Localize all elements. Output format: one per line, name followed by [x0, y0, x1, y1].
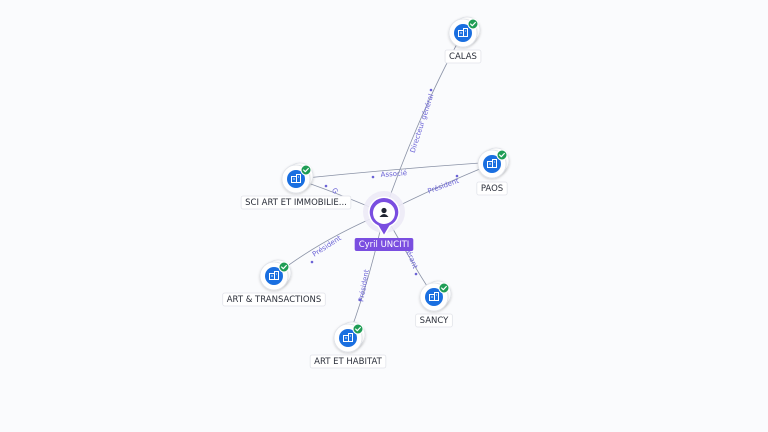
verified-check-icon	[496, 149, 508, 161]
verified-check-icon	[438, 282, 450, 294]
verified-check-icon	[352, 323, 364, 335]
edge-arrow-arttrans	[310, 260, 314, 264]
company-building-icon	[339, 329, 357, 347]
edge-label-paos: Président	[427, 177, 461, 196]
edge-label-calas: Directeur général	[409, 93, 436, 154]
company-name: ART ET HABITAT	[314, 357, 382, 367]
edge-label-sci: G	[330, 187, 340, 196]
edge-arrow-arthab	[358, 298, 362, 302]
edge-arrow-sci	[324, 184, 328, 188]
company-building-icon	[265, 267, 283, 285]
company-label-sancy: SANCY	[415, 313, 453, 328]
company-name: ART & TRANSACTIONS	[227, 295, 322, 305]
company-label-sci: SCI ART ET IMMOBILIE...	[240, 195, 352, 210]
company-building-icon	[425, 288, 443, 306]
company-node-arttrans[interactable]: ART & TRANSACTIONS	[222, 259, 326, 307]
person-name: Cyril UNCITI	[359, 240, 410, 250]
company-label-calas: CALAS	[444, 49, 482, 64]
company-building-icon	[454, 24, 472, 42]
person-label: Cyril UNCITI	[354, 238, 414, 251]
company-name: CALAS	[449, 52, 477, 62]
company-node-paos[interactable]: PAOS	[476, 147, 510, 196]
edge-arrow-paos	[455, 174, 459, 178]
company-node-arthab[interactable]: ART ET HABITAT	[309, 321, 387, 369]
company-name: SCI ART ET IMMOBILIE...	[245, 198, 347, 208]
company-name: SANCY	[420, 316, 450, 326]
verified-check-icon	[300, 164, 312, 176]
company-name: PAOS	[481, 184, 503, 194]
company-node-sci[interactable]: SCI ART ET IMMOBILIE...	[240, 162, 352, 210]
company-label-arthab: ART ET HABITAT	[309, 354, 387, 369]
company-building-icon	[287, 170, 305, 188]
person-icon	[379, 207, 389, 217]
edge-label-arttrans: Président	[311, 234, 343, 259]
person-node[interactable]: Cyril UNCITI	[354, 191, 414, 251]
nodes-layer: CALAS PAOS SCI ART ET IMMOBILIE... ART & TR…	[222, 16, 510, 369]
company-node-sancy[interactable]: SANCY	[415, 280, 453, 328]
edge-arrow-sancy	[414, 272, 418, 276]
company-node-calas[interactable]: CALAS	[444, 16, 482, 64]
edge-sci-paos	[305, 162, 481, 179]
company-label-arttrans: ART & TRANSACTIONS	[222, 292, 326, 307]
edge-label-sci-paos: Associé	[380, 169, 407, 179]
edge-label-arthab: Président	[357, 269, 371, 303]
verified-check-icon	[278, 261, 290, 273]
edge-arrow-calas	[429, 88, 433, 92]
company-label-paos: PAOS	[476, 181, 508, 196]
verified-check-icon	[467, 18, 479, 30]
edge-arrow-sci-paos	[371, 175, 375, 179]
company-building-icon	[483, 155, 501, 173]
